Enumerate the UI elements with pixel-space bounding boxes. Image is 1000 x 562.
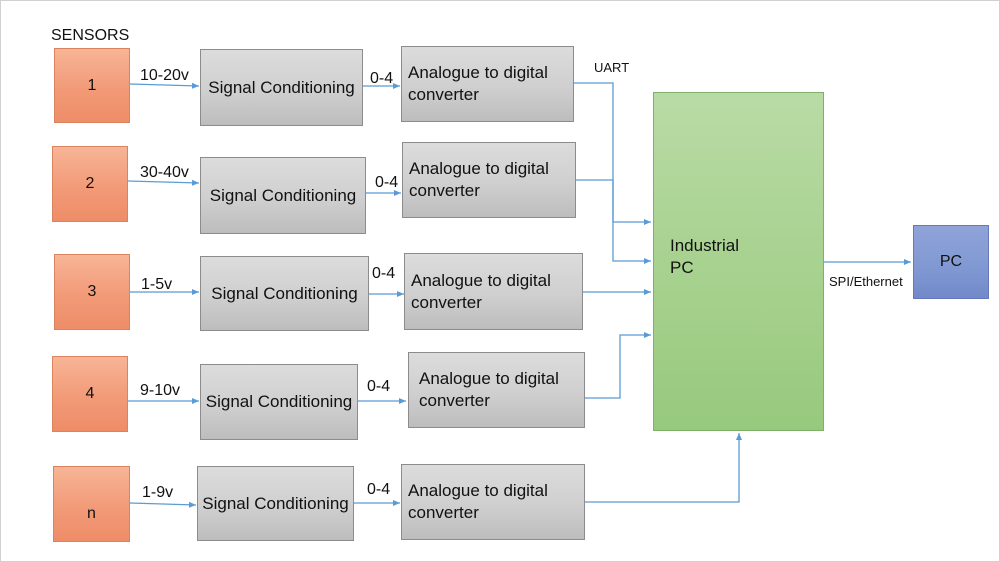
adc-label-line2: converter [408, 503, 479, 522]
input-range-label: 1-5v [141, 276, 173, 293]
adc-label-line1: Analogue to digital [409, 159, 549, 178]
adc-block: Analogue to digital converter [404, 253, 583, 330]
adc-block: Analogue to digital converter [401, 464, 585, 540]
signal-conditioning-label: Signal Conditioning [208, 77, 355, 97]
input-range-label: 9-10v [140, 382, 181, 399]
sensor-1: 1 [54, 48, 130, 123]
sensor-id: 4 [85, 385, 95, 402]
sensor-4: 4 [52, 356, 128, 432]
signal-conditioning-label: Signal Conditioning [205, 392, 353, 411]
wire-sn-to-scn [129, 501, 197, 508]
wire-adc4-to-ipc [585, 332, 651, 399]
sensor-n: n [53, 466, 130, 542]
industrial-pc-block: Industrial PC [653, 92, 824, 431]
adc-label-line2: converter [409, 181, 480, 200]
adc-label-line1: Analogue to digital [411, 270, 551, 290]
wire-s1-to-sc1 [129, 82, 200, 89]
output-range-label: 0-4 [370, 70, 394, 87]
sensors-title: SENSORS [51, 27, 130, 44]
input-range-label: 30-40v [140, 164, 189, 181]
adc-label-line1: Analogue to digital [408, 63, 548, 82]
signal-conditioning-label: Signal Conditioning [202, 493, 349, 513]
sensor-id: 1 [87, 76, 97, 94]
wire-adc2-to-ipc [576, 179, 651, 264]
spi-ethernet-label: SPI/Ethernet [829, 274, 903, 289]
sensor-id: 2 [85, 175, 95, 192]
adc-label-line1: Analogue to digital [408, 481, 548, 500]
signal-conditioning-block: Signal Conditioning [197, 466, 354, 541]
input-range-label: 10-20v [140, 67, 189, 84]
output-range-label: 0-4 [372, 265, 396, 282]
input-range-label: 1-9v [142, 484, 174, 501]
signal-conditioning-block: Signal Conditioning [200, 364, 358, 440]
industrial-pc-label-line1: Industrial [670, 236, 739, 255]
signal-conditioning-label: Signal Conditioning [211, 283, 358, 303]
adc-label-line2: converter [408, 85, 479, 104]
uart-label: UART [594, 60, 630, 75]
wire-adcn-to-ipc [585, 433, 742, 503]
signal-conditioning-block: Signal Conditioning [200, 256, 369, 331]
adc-block: Analogue to digital converter [408, 352, 585, 428]
adc-block: Analogue to digital converter [402, 142, 576, 218]
adc-label-line1: Analogue to digital [419, 369, 559, 388]
output-range-label: 0-4 [375, 174, 399, 191]
pc-label: PC [939, 253, 963, 270]
sensor-3: 3 [54, 254, 130, 330]
signal-conditioning-label: Signal Conditioning [209, 185, 357, 205]
sensor-2: 2 [52, 146, 128, 222]
wire-s2-to-sc2 [127, 179, 200, 186]
pc-block: PC [913, 225, 989, 299]
sensor-id: 3 [87, 283, 97, 300]
output-range-label: 0-4 [367, 378, 391, 395]
adc-label-line2: converter [419, 391, 490, 410]
sensor-id: n [87, 505, 96, 522]
industrial-pc-label-line2: PC [670, 258, 694, 277]
wire-adc1-to-ipc [573, 82, 651, 225]
signal-conditioning-block: Signal Conditioning [200, 157, 366, 234]
signal-conditioning-block: Signal Conditioning [200, 49, 363, 126]
adc-label-line2: converter [411, 292, 482, 312]
output-range-label: 0-4 [367, 481, 391, 498]
adc-block: Analogue to digital converter [401, 46, 574, 122]
